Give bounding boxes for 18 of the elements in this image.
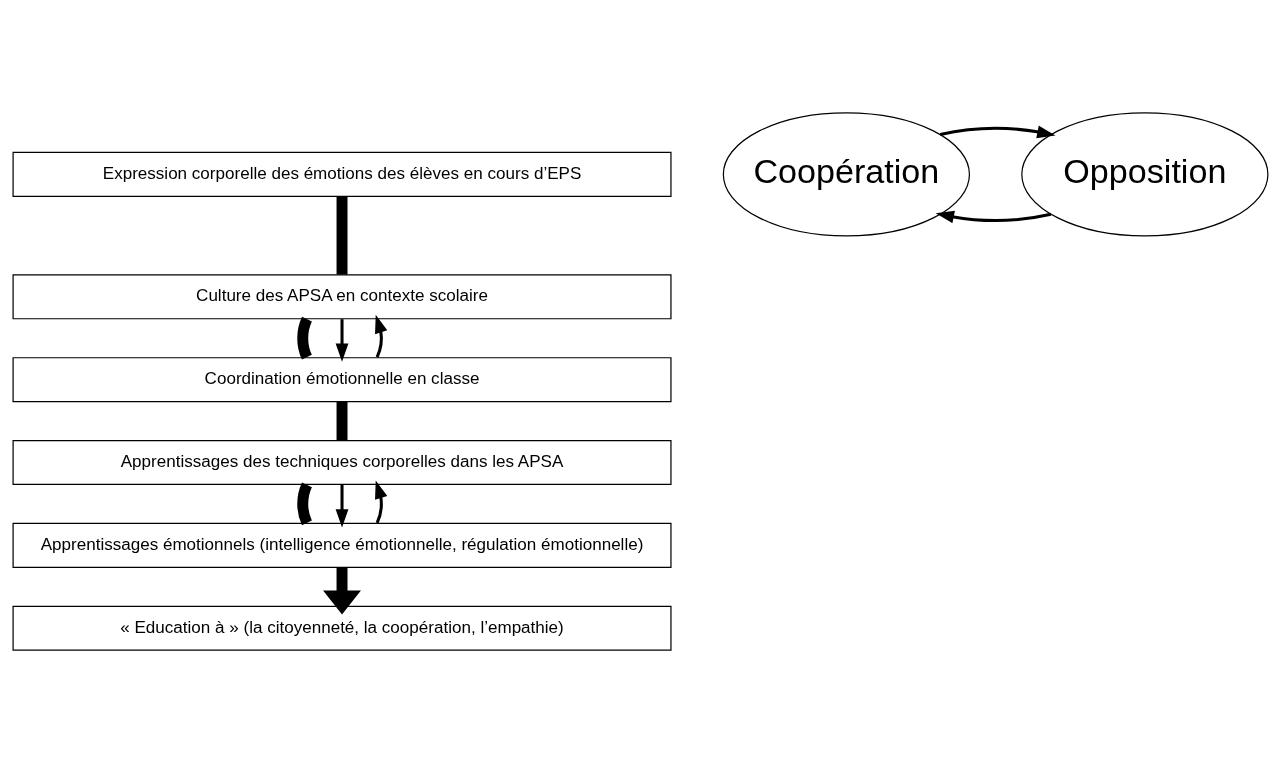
- node-ellipse: Coopération: [722, 112, 971, 237]
- connector: [336, 402, 348, 441]
- node-box: « Education à » (la citoyenneté, la coopération, l’empathie): [12, 605, 672, 651]
- arrow: [375, 314, 388, 358]
- arrow: [323, 567, 361, 615]
- arrow: [935, 210, 1052, 224]
- arrow: [335, 319, 349, 362]
- arrow: [939, 125, 1056, 139]
- node-box: Culture des APSA en contexte scolaire: [12, 274, 672, 320]
- node-box: Coordination émotionnelle en classe: [12, 357, 672, 403]
- arrow: [375, 480, 388, 524]
- connector: [297, 317, 312, 360]
- node-ellipse: Opposition: [1021, 112, 1269, 237]
- arrow: [335, 484, 349, 528]
- connector: [336, 196, 348, 275]
- node-box: Apprentissages des techniques corporelles dans les APSA: [12, 439, 672, 486]
- node-box: Apprentissages émotionnels (intelligence émotionnelle, régulation émotionnelle): [12, 522, 672, 568]
- node-box: Expression corporelle des émotions des élèves en cours d’EPS: [12, 151, 672, 197]
